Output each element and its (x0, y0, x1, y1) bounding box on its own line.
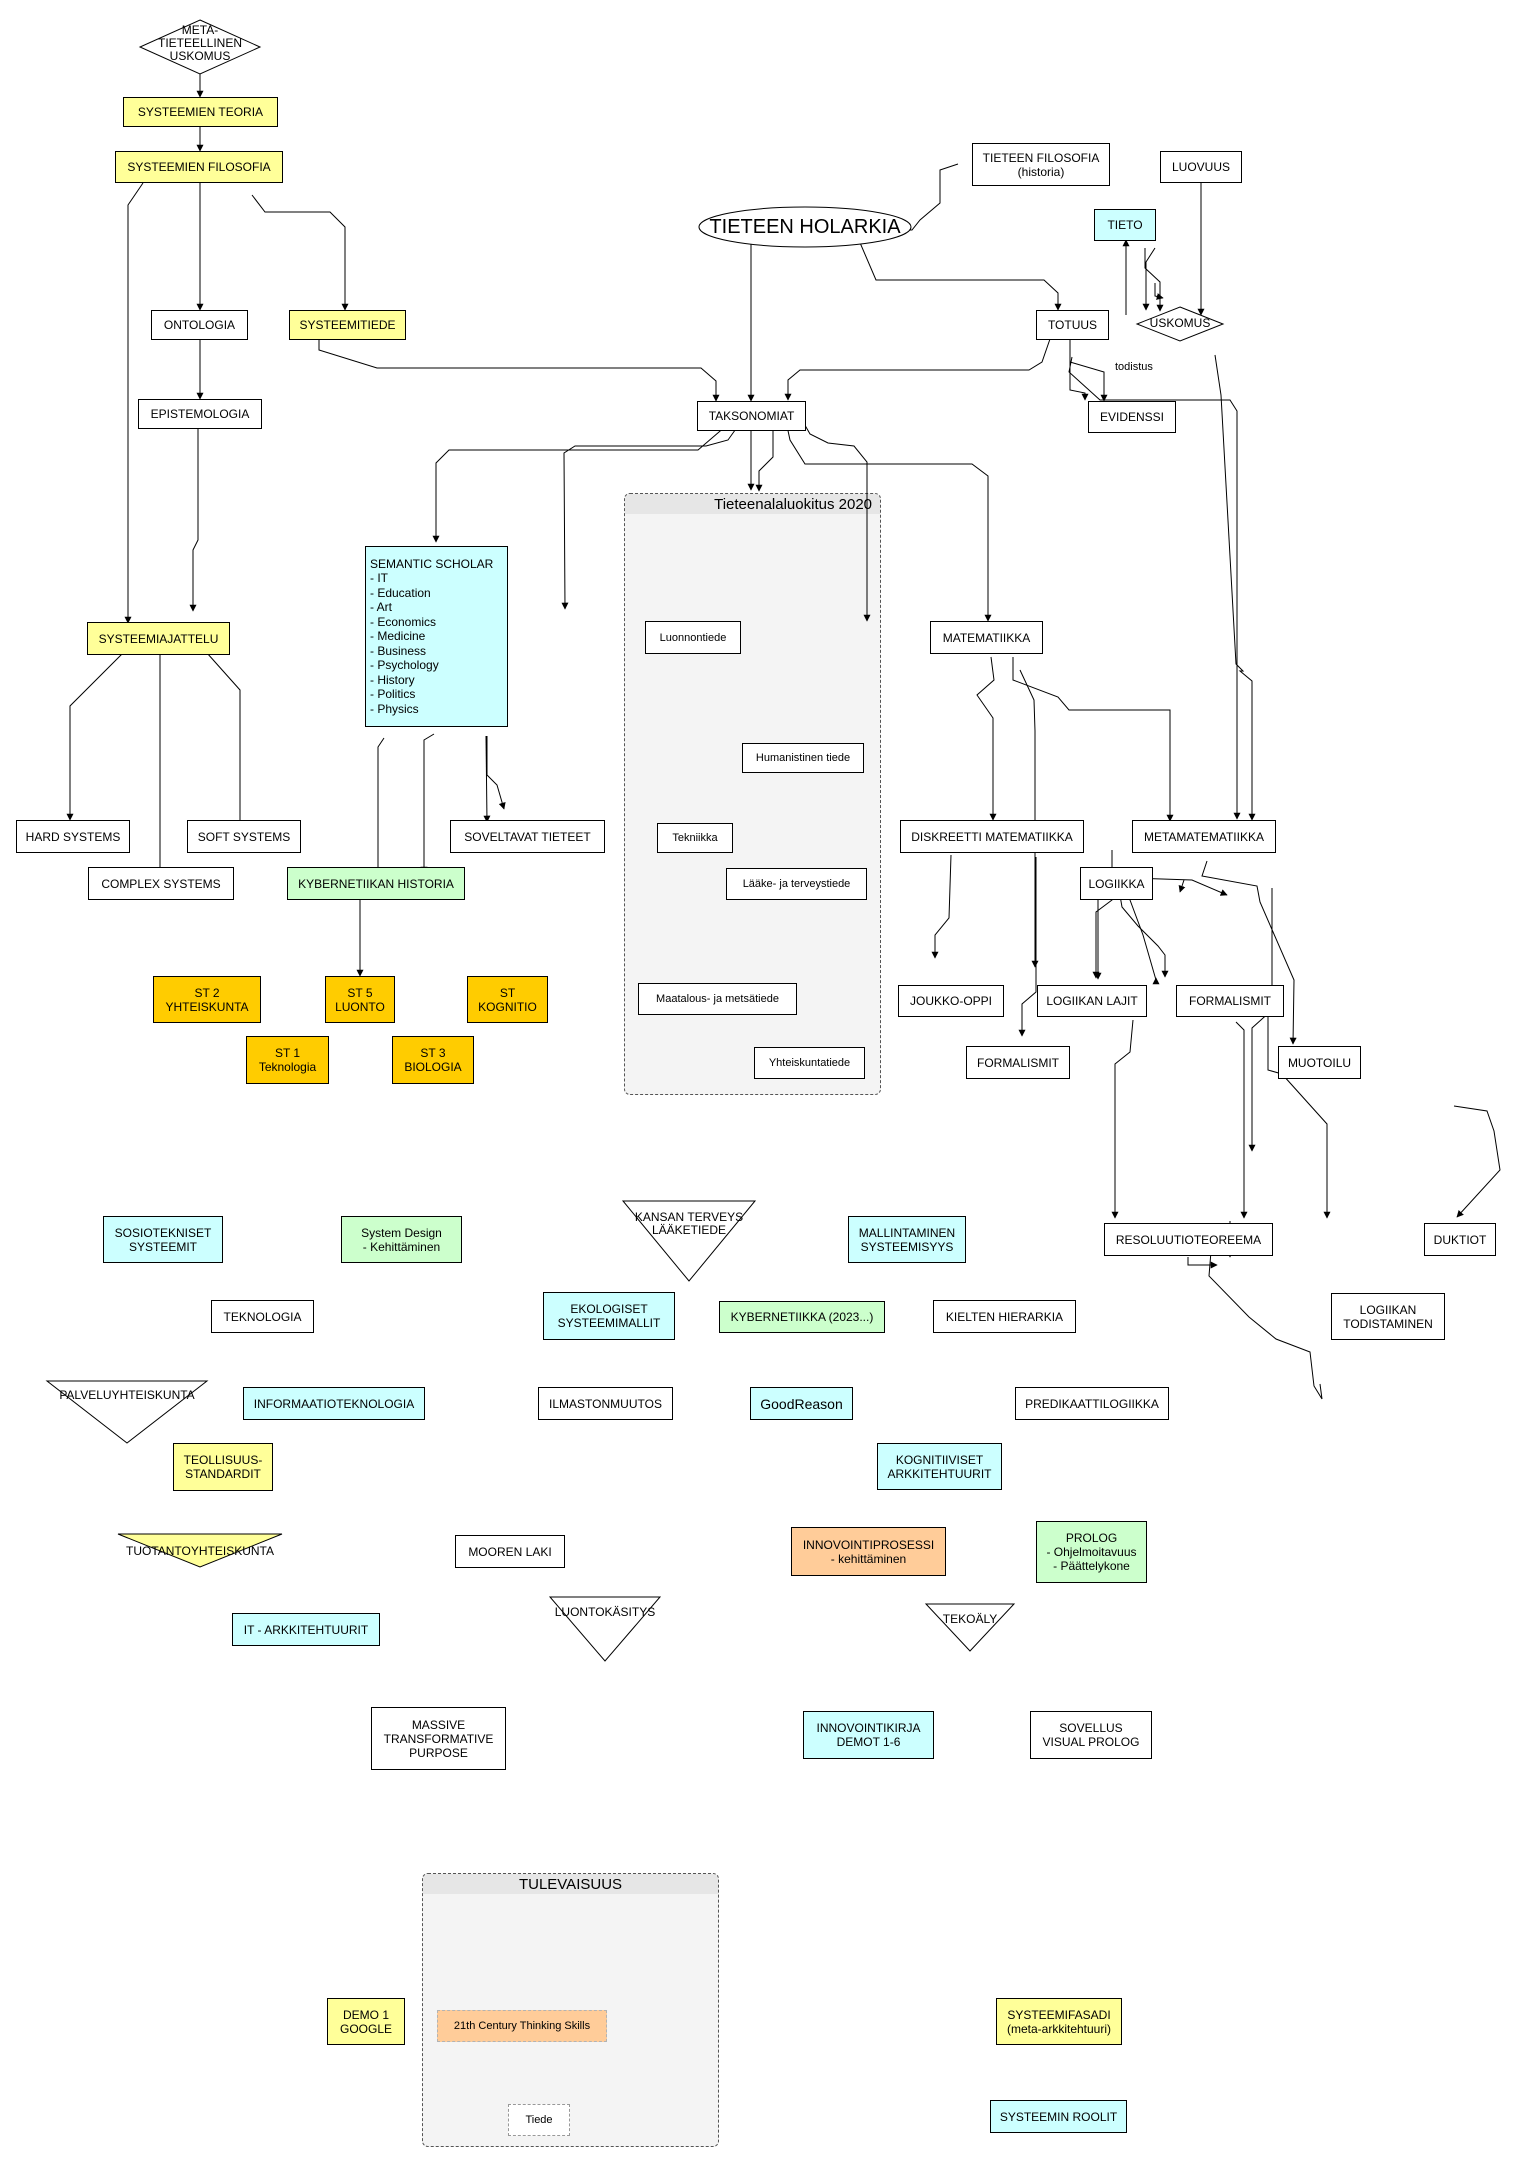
node-predikaattilogiikka[interactable]: PREDIKAATTILOGIIKKA (1015, 1387, 1169, 1420)
node-tieteen-filosofia[interactable]: TIETEEN FILOSOFIA (historia) (972, 143, 1110, 186)
node-taksonomiat[interactable]: TAKSONOMIAT (697, 401, 806, 431)
node-systeemin-roolit[interactable]: SYSTEEMIN ROOLIT (990, 2100, 1127, 2133)
node-kybernetiikka-2023[interactable]: KYBERNETIIKKA (2023...) (719, 1301, 885, 1333)
node-teollisuus[interactable]: TEOLLISUUS- STANDARDIT (173, 1443, 273, 1491)
node-tieto[interactable]: TIETO (1094, 209, 1156, 241)
node-luovuus[interactable]: LUOVUUS (1160, 151, 1242, 183)
node-resoluutio[interactable]: RESOLUUTIOTEOREEMA (1104, 1223, 1273, 1256)
tuotantoyhteiskunta-triangle (117, 1533, 283, 1568)
node-yhteiskuntatiede[interactable]: Yhteiskuntatiede (754, 1047, 865, 1079)
meta-diamond (138, 19, 262, 75)
luontokasitys-triangle (548, 1596, 662, 1662)
node-systeemiajattelu[interactable]: SYSTEEMIAJATTELU (87, 622, 230, 655)
node-kielten-hierarkia[interactable]: KIELTEN HIERARKIA (933, 1300, 1076, 1333)
node-systeemien-filosofia[interactable]: SYSTEEMIEN FILOSOFIA (115, 151, 283, 183)
node-thinking-skills[interactable]: 21th Century Thinking Skills (437, 2010, 607, 2042)
node-st2[interactable]: ST 2 YHTEISKUNTA (153, 976, 261, 1023)
node-it-arkkitehtuurit[interactable]: IT - ARKKITEHTUURIT (232, 1613, 380, 1646)
node-soft-systems[interactable]: SOFT SYSTEMS (187, 820, 301, 853)
meta-label: META- TIETEELLINEN USKOMUS (157, 23, 243, 63)
node-laake[interactable]: Lääke- ja terveystiede (726, 868, 867, 900)
node-demo1[interactable]: DEMO 1 GOOGLE (327, 1998, 405, 2045)
node-kognitiiviset[interactable]: KOGNITIIVISET ARKKITEHTUURIT (877, 1443, 1002, 1490)
node-humanistinen[interactable]: Humanistinen tiede (742, 743, 864, 773)
node-innovointiprosessi[interactable]: INNOVOINTIPROSESSI - kehittäminen (791, 1527, 946, 1576)
palveluyhteiskunta-label: PALVELUYHTEISKUNTA (59, 1388, 195, 1402)
node-systeemifasadi[interactable]: SYSTEEMIFASADI (meta-arkkitehtuuri) (996, 1998, 1122, 2045)
node-logiikan-todistaminen[interactable]: LOGIIKAN TODISTAMINEN (1331, 1293, 1445, 1340)
tuotantoyhteiskunta-label: TUOTANTOYHTEISKUNTA (125, 1544, 274, 1558)
node-innovointikirja[interactable]: INNOVOINTIKIRJA DEMOT 1-6 (803, 1711, 934, 1759)
node-tekniikka[interactable]: Tekniikka (657, 823, 733, 853)
node-joukko-oppi[interactable]: JOUKKO-OPPI (898, 985, 1004, 1017)
node-hard-systems[interactable]: HARD SYSTEMS (16, 820, 130, 853)
node-prolog[interactable]: PROLOG - Ohjelmoitavuus - Päättelykone (1036, 1521, 1147, 1583)
node-goodreason[interactable]: GoodReason (750, 1387, 853, 1420)
node-ilmastonmuutos[interactable]: ILMASTONMUUTOS (538, 1387, 673, 1420)
node-sosiotekniset[interactable]: SOSIOTEKNISET SYSTEEMIT (103, 1216, 223, 1263)
node-complex-systems[interactable]: COMPLEX SYSTEMS (88, 867, 234, 900)
node-st1[interactable]: ST 1 Teknologia (246, 1036, 329, 1084)
node-logiikan-lajit[interactable]: LOGIIKAN LAJIT (1037, 985, 1147, 1017)
node-muotoilu[interactable]: MUOTOILU (1278, 1046, 1361, 1079)
holarkia-ellipse (698, 206, 912, 248)
node-formalismit-mid[interactable]: FORMALISMIT (966, 1046, 1070, 1079)
node-duktiot[interactable]: DUKTIOT (1424, 1223, 1496, 1256)
luontokasitys-label: LUONTOKÄSITYS (554, 1605, 656, 1619)
node-maatalous[interactable]: Maatalous- ja metsätiede (638, 983, 797, 1015)
node-soveltavat[interactable]: SOVELTAVAT TIETEET (450, 820, 605, 853)
node-luonnontiede[interactable]: Luonnontiede (645, 621, 741, 654)
node-st5[interactable]: ST 5 LUONTO (325, 976, 395, 1023)
node-kybernetiikan-historia[interactable]: KYBERNETIIKAN HISTORIA (287, 867, 465, 900)
node-ekologiset[interactable]: EKOLOGISET SYSTEEMIMALLIT (543, 1292, 675, 1340)
node-st-kognitio[interactable]: ST KOGNITIO (467, 976, 548, 1023)
tieteen-holarkia-label: TIETEEN HOLARKIA (709, 215, 901, 238)
node-mallintaminen[interactable]: MALLINTAMINEN SYSTEEMISYYS (848, 1216, 966, 1263)
node-systeemien-teoria[interactable]: SYSTEEMIEN TEORIA (123, 97, 278, 127)
todistus-edge-label: todistus (1115, 361, 1153, 373)
node-semantic-scholar[interactable]: SEMANTIC SCHOLAR - IT - Education - Art … (365, 546, 508, 727)
group-title-tieteenalaluokitus: Tieteenalaluokitus 2020 (625, 494, 880, 514)
uskomus-label: USKOMUS (1149, 316, 1211, 330)
node-evidenssi[interactable]: EVIDENSSI (1088, 401, 1176, 433)
uskomus-diamond (1135, 306, 1225, 342)
node-ontologia[interactable]: ONTOLOGIA (151, 310, 248, 340)
node-matematiikka[interactable]: MATEMATIIKKA (930, 621, 1043, 654)
node-system-design[interactable]: System Design - Kehittäminen (341, 1216, 462, 1263)
node-massive[interactable]: MASSIVE TRANSFORMATIVE PURPOSE (371, 1707, 506, 1770)
node-metamatematiikka[interactable]: METAMATEMATIIKKA (1132, 820, 1276, 853)
tekoaly-label: TEKOÄLY (942, 1612, 998, 1626)
palveluyhteiskunta-triangle (45, 1380, 209, 1444)
node-diskreetti[interactable]: DISKREETTI MATEMATIIKKA (900, 820, 1084, 853)
node-epistemologia[interactable]: EPISTEMOLOGIA (138, 399, 262, 429)
node-totuus[interactable]: TOTUUS (1036, 310, 1109, 340)
node-st3[interactable]: ST 3 BIOLOGIA (392, 1036, 474, 1084)
group-title-tulevaisuus: TULEVAISUUS (423, 1874, 718, 1894)
node-systeemitiede[interactable]: SYSTEEMITIEDE (289, 310, 406, 340)
node-tiede[interactable]: Tiede (508, 2104, 570, 2136)
node-teknologia[interactable]: TEKNOLOGIA (211, 1300, 314, 1333)
node-sovellus[interactable]: SOVELLUS VISUAL PROLOG (1030, 1711, 1152, 1759)
node-logiikka[interactable]: LOGIIKKA (1080, 867, 1153, 900)
node-formalismit-right[interactable]: FORMALISMIT (1176, 985, 1284, 1017)
node-mooren-laki[interactable]: MOOREN LAKI (455, 1535, 565, 1568)
tekoaly-triangle (924, 1603, 1016, 1652)
node-informaatioteknologia[interactable]: INFORMAATIOTEKNOLOGIA (243, 1387, 425, 1420)
kansan-terveys-label: KANSAN TERVEYS LÄÄKETIEDE (634, 1210, 744, 1237)
kansan-terveys-triangle (621, 1200, 757, 1282)
